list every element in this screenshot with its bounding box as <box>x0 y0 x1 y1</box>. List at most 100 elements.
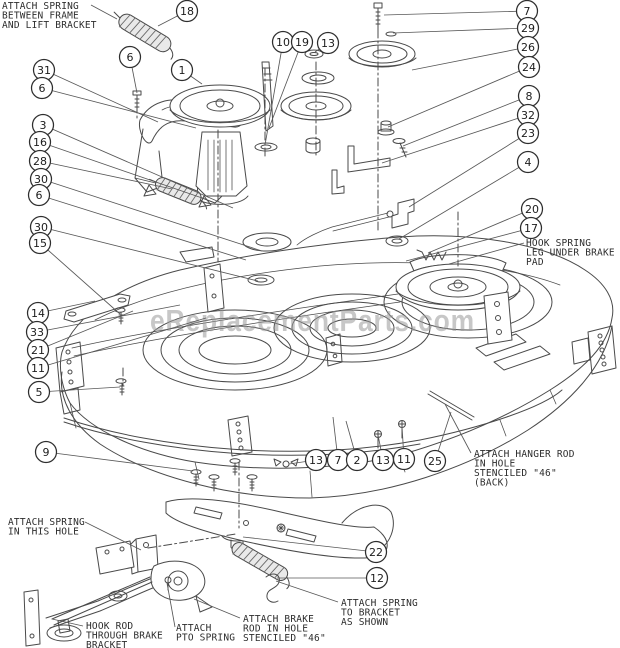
note-leader-attach-pto-spring <box>166 582 176 628</box>
note-leader-attach-brake-rod <box>193 598 241 619</box>
callout-10: 10 <box>271 30 295 54</box>
callout-13: 13 <box>371 448 395 472</box>
callout-leader-6 <box>41 87 197 129</box>
callout-leader-33 <box>36 304 181 333</box>
callout-leader-3 <box>42 124 234 209</box>
callout-leader-5 <box>38 386 121 393</box>
note-leader-attach-spring-hole <box>84 521 142 551</box>
callout-11: 11 <box>392 447 416 471</box>
callout-32: 32 <box>516 103 540 127</box>
callout-21: 21 <box>26 338 50 362</box>
callout-leader-28 <box>39 160 173 190</box>
svg-text:13: 13 <box>376 454 390 467</box>
svg-text:18: 18 <box>180 5 194 18</box>
note-leader-attach-spring-bracket <box>275 580 339 603</box>
svg-text:23: 23 <box>521 127 535 140</box>
svg-text:10: 10 <box>276 36 290 49</box>
svg-text:29: 29 <box>521 22 535 35</box>
s-hook <box>265 573 280 603</box>
callout-15: 15 <box>28 231 52 255</box>
svg-text:2: 2 <box>354 454 361 467</box>
site-watermark: eReplacementParts.com <box>150 303 475 338</box>
callout-9: 9 <box>34 440 58 464</box>
callout-5: 5 <box>27 380 51 404</box>
svg-text:17: 17 <box>524 222 538 235</box>
svg-text:16: 16 <box>33 136 47 149</box>
frame-spring <box>113 11 174 60</box>
svg-text:6: 6 <box>127 51 134 64</box>
note-leader-attach-hanger-rod <box>444 403 472 454</box>
callout-leader-20 <box>427 208 533 254</box>
svg-text:3: 3 <box>40 119 47 132</box>
callout-leader-4 <box>398 161 529 240</box>
callout-leader-30 <box>40 226 259 282</box>
callout-26: 26 <box>516 35 540 59</box>
svg-text:15: 15 <box>33 237 47 250</box>
callout-2: 2 <box>345 448 369 472</box>
callout-19: 19 <box>290 30 314 54</box>
svg-text:30: 30 <box>34 221 48 234</box>
svg-text:5: 5 <box>36 386 43 399</box>
callout-8: 8 <box>517 84 541 108</box>
svg-text:13: 13 <box>321 37 335 50</box>
callout-22: 22 <box>364 540 388 564</box>
svg-text:32: 32 <box>521 109 535 122</box>
callout-33: 33 <box>25 320 49 344</box>
note-leader-hook-rod <box>51 618 84 627</box>
callout-leader-30 <box>40 178 263 252</box>
svg-text:14: 14 <box>31 307 45 320</box>
callout-leader-26 <box>411 46 529 71</box>
callout-leader-15 <box>39 242 121 315</box>
callout-leader-19 <box>268 41 303 129</box>
callout-leader-17 <box>405 227 532 262</box>
callout-18: 18 <box>175 0 199 23</box>
note-leader-attach-spring-frame <box>90 4 118 20</box>
svg-text:19: 19 <box>295 36 309 49</box>
callout-20: 20 <box>520 197 544 221</box>
svg-text:28: 28 <box>33 155 47 168</box>
callout-leader-8 <box>402 95 530 147</box>
svg-text:33: 33 <box>30 326 44 339</box>
callout-11: 11 <box>26 356 50 380</box>
svg-text:11: 11 <box>397 453 411 466</box>
callout-31: 31 <box>32 58 56 82</box>
callout-24: 24 <box>517 55 541 79</box>
callout-6: 6 <box>27 183 51 207</box>
callout-leader-32 <box>381 114 529 164</box>
svg-text:24: 24 <box>522 61 536 74</box>
callout-leader-6 <box>38 194 247 261</box>
svg-text:6: 6 <box>36 189 43 202</box>
callout-1: 1 <box>170 58 194 82</box>
bolt-5 <box>115 378 127 396</box>
callout-leader-21 <box>37 310 134 351</box>
callout-12: 12 <box>365 566 389 590</box>
svg-text:8: 8 <box>526 90 533 103</box>
svg-text:6: 6 <box>39 82 46 95</box>
idler-pulleys <box>254 2 447 261</box>
front-edge-hardware <box>63 389 563 492</box>
callout-6: 6 <box>118 45 142 69</box>
callout-14: 14 <box>26 301 50 325</box>
callout-6: 6 <box>30 76 54 100</box>
callout-leader-29 <box>392 27 529 34</box>
callout-7: 7 <box>326 448 350 472</box>
svg-text:22: 22 <box>369 546 383 559</box>
callout-leader-9 <box>45 451 194 472</box>
callout-leader-24 <box>387 66 530 128</box>
callout-leader-10 <box>264 41 284 146</box>
callout-leader-11 <box>37 317 207 369</box>
callout-16: 16 <box>28 130 52 154</box>
note-leader-hook-spring-leg <box>448 242 525 265</box>
svg-text:9: 9 <box>43 446 50 459</box>
svg-text:30: 30 <box>34 173 48 186</box>
callout-4: 4 <box>516 150 540 174</box>
